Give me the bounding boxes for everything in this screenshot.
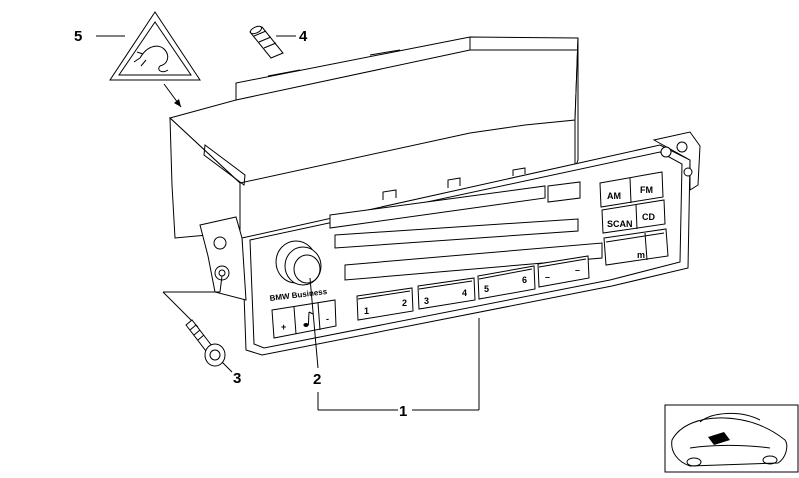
seek-right-label: – [575,265,580,275]
seek-button[interactable] [537,255,590,288]
pin-part [249,25,284,59]
music-note-icon [303,311,314,327]
preset-6-label: 6 [522,275,527,285]
leader-2 [309,277,319,369]
callout-2: 2 [313,371,321,388]
preset-4-label: 4 [462,288,467,298]
volume-knob[interactable] [275,240,322,286]
callout-5: 5 [74,28,82,45]
radio-housing [169,36,579,239]
cd-slot [329,185,546,229]
preset-5-label: 5 [484,284,489,294]
preset-3-label: 3 [424,296,429,306]
volume-rocker[interactable] [271,299,337,339]
car-icon [671,412,788,467]
am-label: AM [607,191,621,201]
callout-3: 3 [233,370,241,387]
preset-button-1-2[interactable] [356,287,414,321]
eject-button[interactable] [547,181,581,203]
cd-label: CD [642,212,655,222]
display-window [334,218,579,249]
am-fm-button[interactable] [599,171,664,208]
scan-label: SCAN [607,219,633,229]
secondary-slot [344,242,603,281]
warning-label-part [109,11,201,81]
preset-1-label: 1 [364,306,369,316]
vol-plus-label: + [281,322,286,332]
vol-minus-label: - [326,314,329,324]
preset-button-5-6[interactable] [477,265,536,300]
callout-1: 1 [399,403,407,420]
screw-part [185,319,226,367]
leader-3 [221,361,233,373]
scan-cd-button[interactable] [601,199,666,234]
preset-2-label: 2 [402,298,407,308]
plug-icon [133,45,169,73]
car-location-thumbnail [664,404,799,473]
seek-left-label: – [545,272,550,282]
fm-label: FM [640,185,653,195]
m-label: m [637,250,645,260]
m-button[interactable] [603,228,669,266]
callout-4: 4 [299,28,308,45]
preset-button-3-4[interactable] [417,277,476,310]
